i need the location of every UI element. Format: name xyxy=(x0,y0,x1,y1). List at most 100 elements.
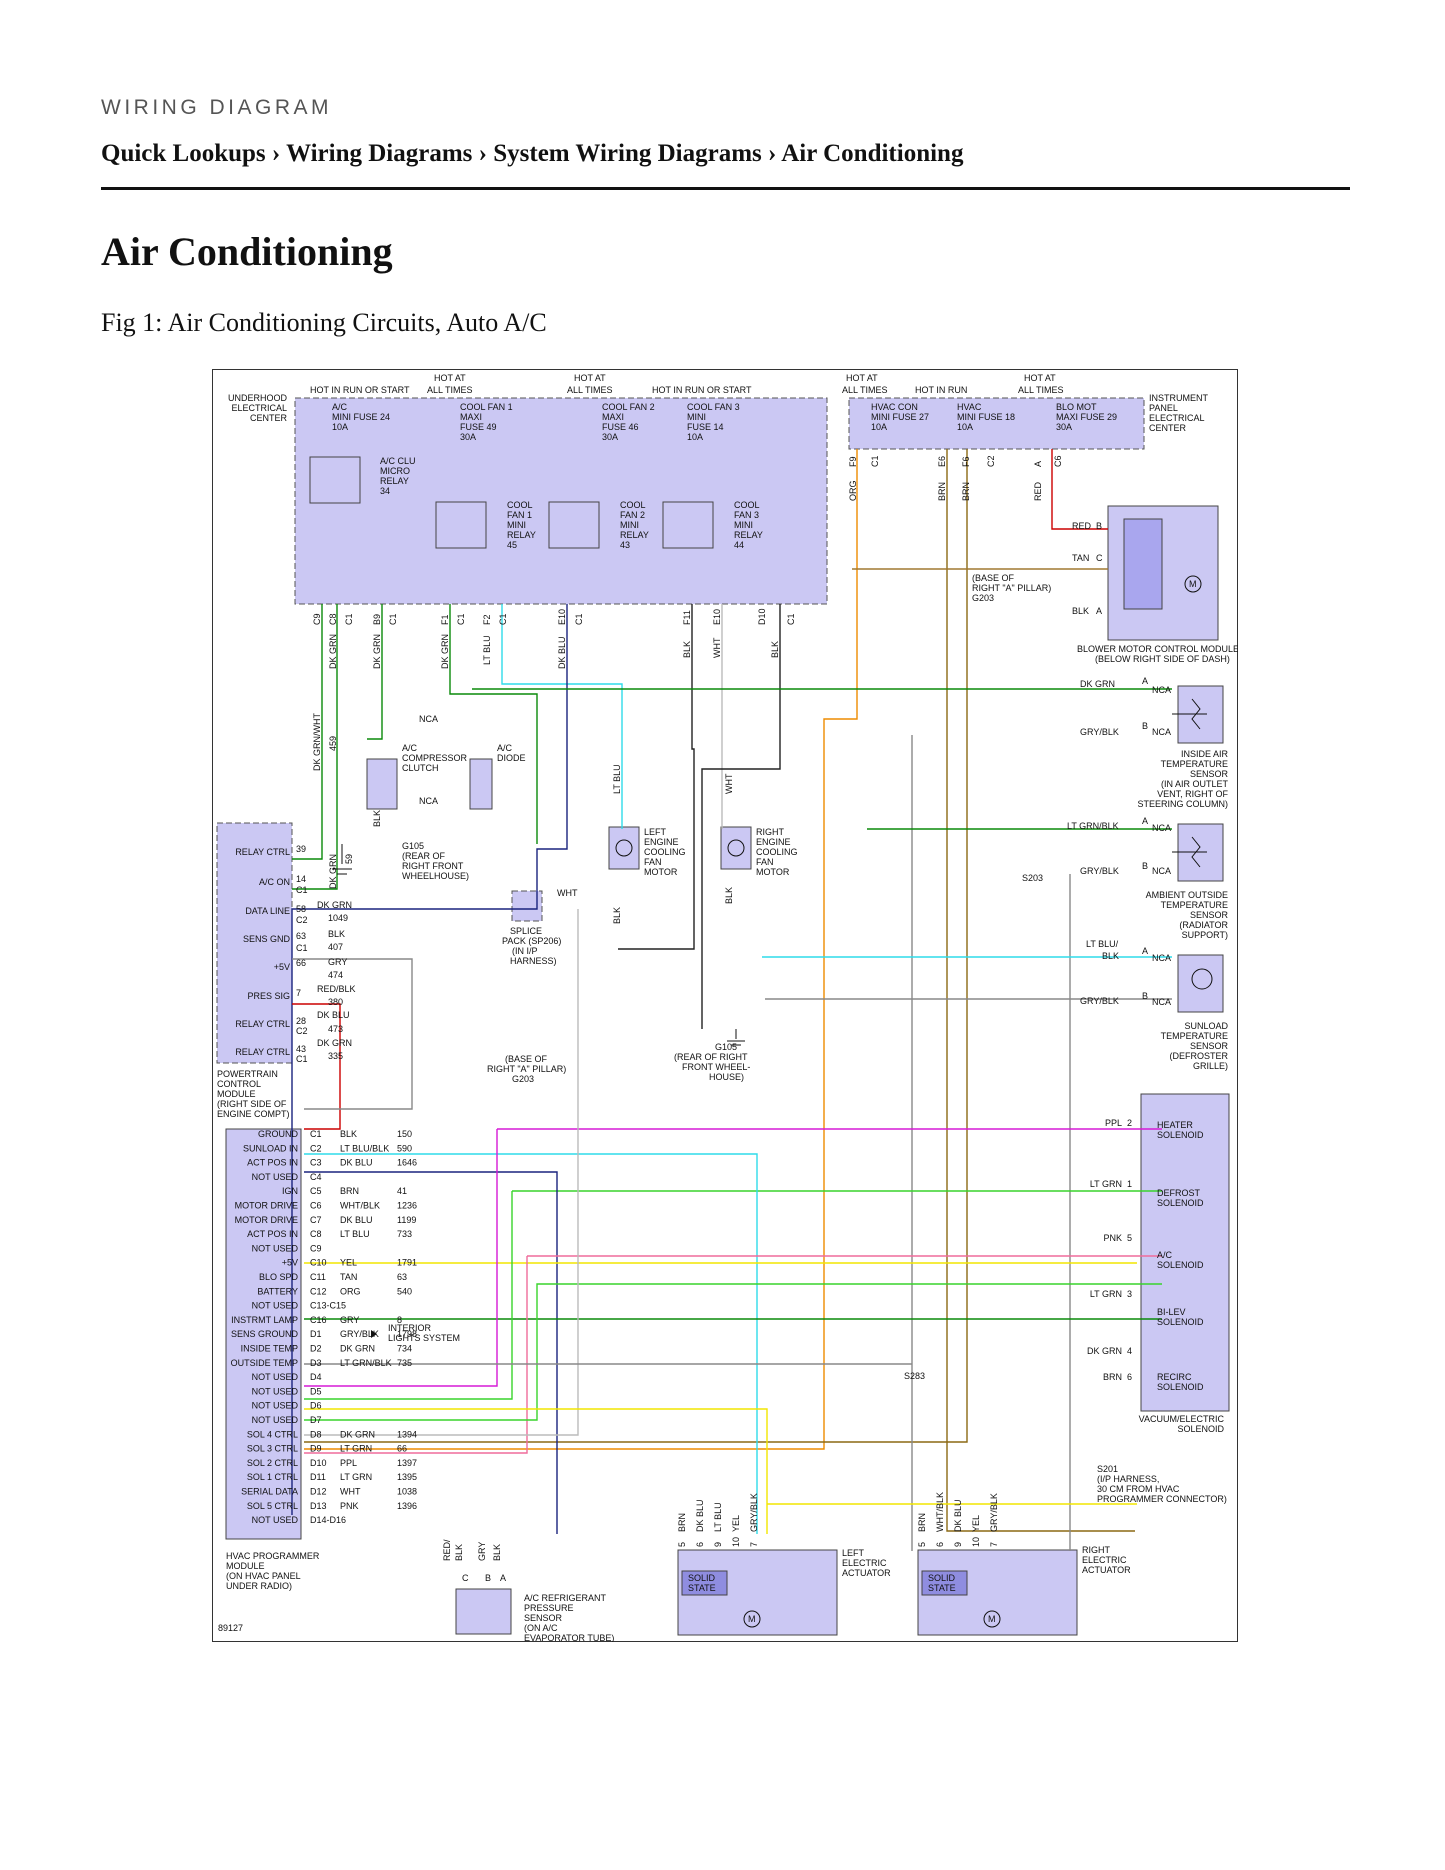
left_act-pin-2: 9 xyxy=(713,1542,723,1547)
hvac-circ-24: 1395 xyxy=(397,1472,417,1482)
hvac-wire-7: LT BLU xyxy=(340,1229,370,1239)
left_act-pin-0: 5 xyxy=(677,1542,687,1547)
hvac-cav-24: D11 xyxy=(310,1472,326,1482)
hvac-circ-6: 1199 xyxy=(397,1215,416,1225)
fuse-fan2-3: FUSE 46 xyxy=(602,422,639,432)
hvac-cav-17: D4 xyxy=(310,1372,322,1382)
fuse-fan1-3: FUSE 49 xyxy=(460,422,497,432)
hvac-pin-0: GROUND xyxy=(258,1129,298,1139)
hvac-pin-9: +5V xyxy=(282,1258,298,1268)
pcm-cav-7: 43 xyxy=(296,1044,306,1054)
diode-label-1: A/C xyxy=(497,743,513,753)
left_act-wire-0: BRN xyxy=(677,1513,687,1532)
sunload-nca-2: NCA xyxy=(1152,997,1171,1007)
pressure-sensor-body xyxy=(455,1588,512,1635)
pcm-conn-3: C2 xyxy=(296,1026,308,1036)
pcm-wire-10: DK GRN xyxy=(317,1038,352,1048)
ipec-label-2: PANEL xyxy=(1149,403,1178,413)
relay-fan2-2: FAN 2 xyxy=(620,510,645,520)
breadcrumb-item-system-wiring-diagrams[interactable]: System Wiring Diagrams xyxy=(493,140,762,167)
pcm-pin-0: RELAY CTRL xyxy=(235,847,290,857)
pcm-cav-4: 66 xyxy=(296,958,306,968)
uh-wire-3: LT BLU xyxy=(482,635,492,665)
breadcrumb-item-air-conditioning[interactable]: Air Conditioning xyxy=(781,140,964,167)
right-act-label-1: RIGHT xyxy=(1082,1545,1111,1555)
fan3-relay-body xyxy=(662,501,714,549)
ipec-conn-2: E6 xyxy=(937,456,947,467)
pressure-wire-2: GRY xyxy=(477,1542,487,1561)
compressor-label-2: COMPRESSOR xyxy=(402,753,468,763)
fuse-hvaccon-3: 10A xyxy=(871,422,887,432)
left-act-label-3: ACTUATOR xyxy=(842,1568,891,1578)
right-fan-5: MOTOR xyxy=(756,867,790,877)
ambient-thermistor-icon xyxy=(1172,836,1207,868)
fuse-blomot-2: MAXI FUSE 29 xyxy=(1056,412,1117,422)
fuse-fan2-2: MAXI xyxy=(602,412,624,422)
fan-wire-blk1: BLK xyxy=(612,907,622,924)
g105b-4: HOUSE) xyxy=(709,1072,744,1082)
hvac-cav-14: D1 xyxy=(310,1329,322,1339)
fuse-hvac-1: HVAC xyxy=(957,402,982,412)
breadcrumb: Quick Lookups › Wiring Diagrams › System… xyxy=(101,140,963,168)
hvac-cav-19: D6 xyxy=(310,1401,322,1411)
hvac-circ-5: 1236 xyxy=(397,1201,417,1211)
hvac-circ-23: 1397 xyxy=(397,1458,417,1468)
fan-wire-blk2: BLK xyxy=(724,887,734,904)
breadcrumb-item-wiring-diagrams[interactable]: Wiring Diagrams xyxy=(286,140,473,167)
right-fan-4: FAN xyxy=(756,857,774,867)
left-fan-1: LEFT xyxy=(644,827,667,837)
pressure-pin-c: C xyxy=(462,1573,469,1583)
hvac-wire-14: GRY/BLK xyxy=(340,1329,379,1339)
wire-459: 459 xyxy=(328,736,338,751)
right-solid-state xyxy=(921,1570,968,1596)
uh-conn-9: E10 xyxy=(557,609,567,625)
pcm-pin-5: PRES SIG xyxy=(247,991,290,1001)
right-fan-motor-body xyxy=(720,826,752,870)
pcm-wire-6: RED/BLK xyxy=(317,984,356,994)
sol-defrost-2: SOLENOID xyxy=(1157,1198,1204,1208)
hvac-circ-13: 8 xyxy=(397,1315,402,1325)
left_act-pin-4: 7 xyxy=(749,1542,759,1547)
sunload-sensor-body xyxy=(1177,954,1224,1013)
blower-pin-b: B xyxy=(1096,521,1102,531)
hvac-wire-11: ORG xyxy=(340,1286,361,1296)
sunload-label-5: GRILLE) xyxy=(1193,1061,1228,1071)
sol-recirc-1: RECIRC xyxy=(1157,1372,1192,1382)
g105a-ground-icon xyxy=(332,844,352,875)
pcm-wire-7: 380 xyxy=(328,997,343,1007)
pressure-pin-b: B xyxy=(485,1573,491,1583)
label-hot-at-2: HOT AT xyxy=(574,373,606,383)
ambient-p1: A xyxy=(1142,816,1148,826)
compressor-nca-2: NCA xyxy=(419,796,438,806)
hvac-pin-19: NOT USED xyxy=(252,1401,299,1411)
left_act-wire-4: GRY/BLK xyxy=(749,1493,759,1532)
uh-conn-11: F11 xyxy=(682,610,692,625)
hvac-cav-21: D8 xyxy=(310,1429,322,1439)
hvac-cav-8: C9 xyxy=(310,1243,322,1253)
g203a-1: (BASE OF xyxy=(972,573,1015,583)
sunload-label-1: SUNLOAD xyxy=(1184,1021,1228,1031)
inside-p1: A xyxy=(1142,676,1148,686)
g105a-2: (REAR OF xyxy=(402,851,446,861)
hvac-circ-1: 590 xyxy=(397,1143,412,1153)
hvac-cav-27: D14-D16 xyxy=(310,1515,346,1525)
hvac-cav-7: C8 xyxy=(310,1229,322,1239)
left-fan-motor-icon xyxy=(615,839,633,857)
hvac-circ-21: 1394 xyxy=(397,1429,417,1439)
breadcrumb-item-quick-lookups[interactable]: Quick Lookups xyxy=(101,140,266,167)
right_act-wire-3: YEL xyxy=(971,1515,981,1532)
hvac-pin-8: NOT USED xyxy=(252,1243,299,1253)
inside-w1: DK GRN xyxy=(1080,679,1115,689)
left-fan-2: ENGINE xyxy=(644,837,679,847)
uh-wire-6: WHT xyxy=(712,637,722,658)
pcm-conn-0: C1 xyxy=(296,885,308,895)
hvac-wire-23: PPL xyxy=(340,1458,357,1468)
blower-m: M xyxy=(1189,579,1197,589)
right_act-wire-4: GRY/BLK xyxy=(989,1493,999,1532)
left-fan-motor-body xyxy=(608,826,640,870)
hvac-cav-0: C1 xyxy=(310,1129,322,1139)
ambient-w1: LT GRN/BLK xyxy=(1067,821,1119,831)
hvac-cav-5: C6 xyxy=(310,1201,322,1211)
pressure-wire-0: RED/ xyxy=(442,1539,452,1561)
pcm-conn-1: C2 xyxy=(296,915,308,925)
